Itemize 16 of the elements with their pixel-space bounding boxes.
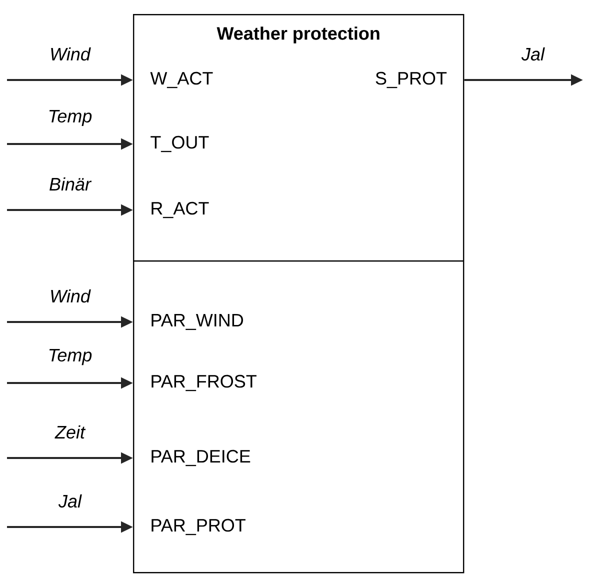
port-label: T_OUT: [150, 136, 209, 152]
edge-label: Wind: [51, 289, 91, 303]
edge-label: Wind: [51, 47, 91, 61]
edge-label: Zeit: [54, 425, 86, 439]
edge-label: Jal: [521, 47, 545, 61]
port-label: PAR_PROT: [152, 518, 246, 536]
edge-label: Temp: [49, 348, 92, 366]
port-label: W_ACT: [150, 72, 213, 88]
port-label: R_ACT: [152, 202, 209, 218]
port-label: PAR_DEICE: [152, 450, 250, 466]
edge-label: Jal: [58, 494, 82, 508]
port-label: S_PROT: [376, 72, 447, 88]
edge-label: Binär: [50, 177, 92, 191]
port-label: PAR_FROST: [152, 374, 256, 392]
port-label: PAR_WIND: [152, 314, 244, 330]
edge-label: Temp: [49, 110, 92, 126]
